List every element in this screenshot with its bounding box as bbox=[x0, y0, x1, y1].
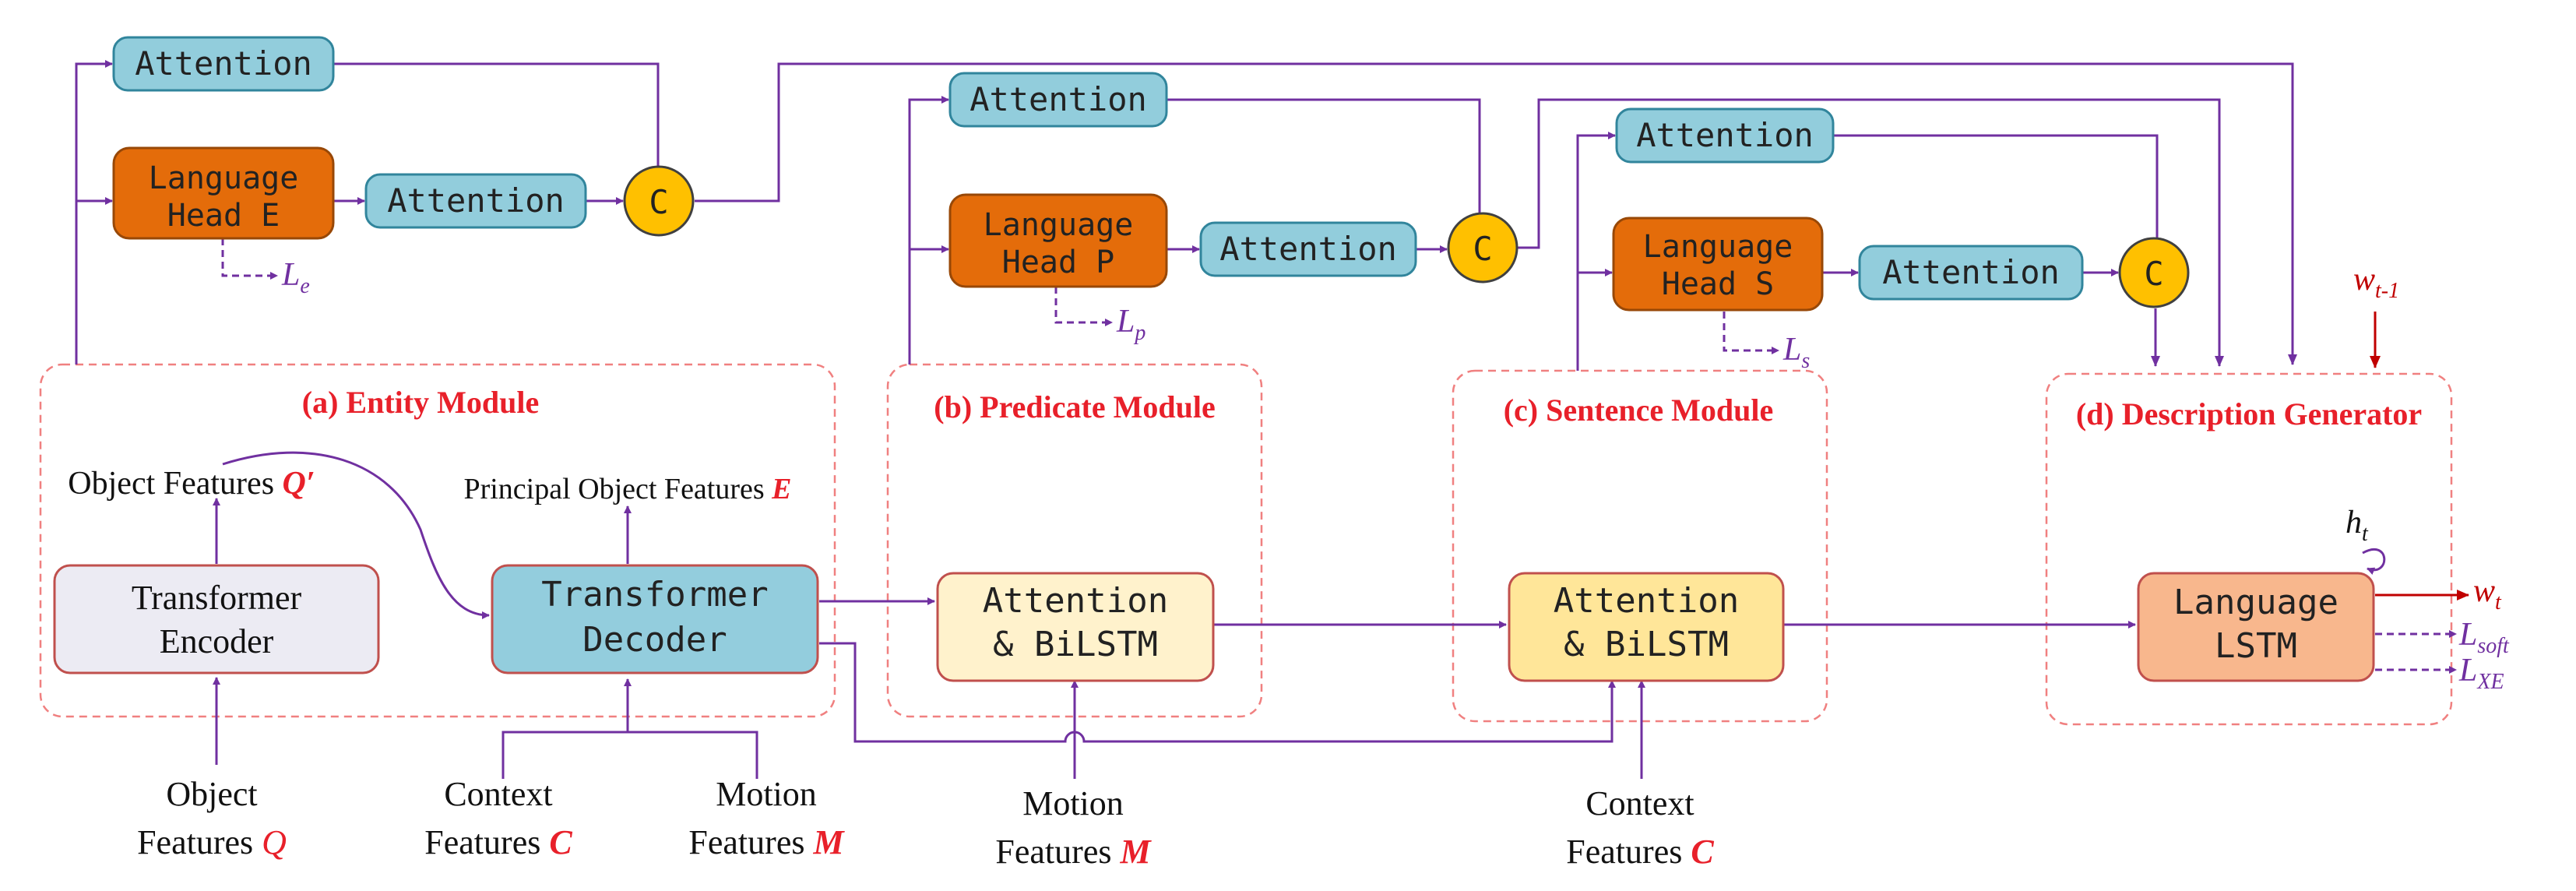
svg-text:Features M: Features M bbox=[688, 823, 845, 861]
attention-box-s-mid[interactable]: Attention bbox=[1858, 245, 2084, 301]
attention-label: Attention bbox=[387, 181, 565, 220]
concat-node-p[interactable]: C bbox=[1447, 212, 1519, 284]
svg-text:Context: Context bbox=[444, 775, 552, 813]
attention-bilstm-sentence-box[interactable]: Attention & BiLSTM bbox=[1508, 572, 1785, 682]
language-lstm-line2: LSTM bbox=[2215, 626, 2297, 666]
input-context-features: Context Features C bbox=[424, 775, 572, 861]
language-lstm-box[interactable]: Language LSTM bbox=[2137, 572, 2375, 682]
sentence-module-border bbox=[1452, 369, 1828, 723]
loss-lsoft: Lsoft bbox=[2458, 617, 2510, 658]
svg-text:Features M: Features M bbox=[995, 833, 1152, 871]
concat-label: C bbox=[2144, 255, 2163, 293]
word-out-label: wt bbox=[2473, 573, 2502, 615]
svg-text:Features C: Features C bbox=[1566, 833, 1714, 871]
svg-text:Features Q: Features Q bbox=[137, 823, 287, 861]
attention-box-p-top[interactable]: Attention bbox=[948, 72, 1168, 128]
object-features-prime-label: Object Features Q′ bbox=[68, 466, 315, 502]
loss-le: Le bbox=[281, 257, 310, 298]
input-context-features-c: Context Features C bbox=[1566, 784, 1714, 871]
transformer-encoder-line1: Transformer bbox=[132, 579, 302, 617]
language-head-e-line2: Head E bbox=[167, 198, 280, 234]
attention-box-p-mid[interactable]: Attention bbox=[1199, 221, 1417, 277]
connectors bbox=[75, 60, 2457, 779]
svg-text:Motion: Motion bbox=[716, 775, 817, 813]
recurrent-loop bbox=[2362, 548, 2386, 575]
input-motion-features: Motion Features M bbox=[688, 775, 845, 861]
concat-node-e[interactable]: C bbox=[623, 165, 695, 237]
attention-box-s-top[interactable]: Attention bbox=[1615, 107, 1835, 164]
transformer-encoder-line2: Encoder bbox=[160, 622, 274, 660]
principal-object-features-label: Principal Object Features E bbox=[463, 473, 791, 505]
svg-text:Features C: Features C bbox=[424, 823, 572, 861]
language-head-e-box[interactable]: Language Head E bbox=[112, 146, 335, 240]
loss-lp: Lp bbox=[1116, 304, 1145, 345]
word-arrows bbox=[2370, 312, 2469, 600]
concat-label: C bbox=[649, 183, 668, 221]
input-motion-features-b: Motion Features M bbox=[995, 784, 1152, 871]
language-head-p-line1: Language bbox=[984, 207, 1134, 243]
language-head-s-line1: Language bbox=[1643, 229, 1793, 265]
attention-label: Attention bbox=[1636, 116, 1814, 154]
attention-label: Attention bbox=[135, 44, 312, 83]
loss-ls: Ls bbox=[1782, 332, 1810, 373]
language-lstm-line1: Language bbox=[2173, 583, 2338, 622]
attention-box-e-top[interactable]: Attention bbox=[112, 36, 335, 92]
language-head-e-line1: Language bbox=[149, 160, 299, 196]
transformer-decoder-line2: Decoder bbox=[582, 620, 727, 660]
language-head-s-line2: Head S bbox=[1662, 266, 1775, 302]
attention-label: Attention bbox=[970, 80, 1147, 118]
svg-text:Context: Context bbox=[1585, 784, 1694, 822]
loss-lxe: LXE bbox=[2458, 653, 2504, 694]
generator-module-title: (d) Description Generator bbox=[2076, 396, 2422, 431]
language-head-p-line2: Head P bbox=[1002, 245, 1115, 280]
bilstm-c-line1: Attention bbox=[1554, 581, 1739, 621]
concat-node-s[interactable]: C bbox=[2118, 237, 2190, 308]
transformer-decoder-line1: Transformer bbox=[541, 575, 768, 615]
hidden-state-label: ht bbox=[2345, 505, 2369, 546]
predicate-module-border bbox=[886, 363, 1263, 718]
attention-bilstm-predicate-box[interactable]: Attention & BiLSTM bbox=[936, 572, 1215, 682]
predicate-module-title: (b) Predicate Module bbox=[934, 389, 1215, 424]
sentence-module-title: (c) Sentence Module bbox=[1504, 393, 1774, 428]
transformer-encoder-box[interactable]: Transformer Encoder bbox=[53, 564, 380, 674]
language-head-s-box[interactable]: Language Head S bbox=[1612, 217, 1824, 312]
svg-text:Motion: Motion bbox=[1022, 784, 1124, 822]
input-object-features: Object Features Q bbox=[137, 775, 287, 861]
svg-text:Object: Object bbox=[166, 775, 257, 813]
bilstm-b-line2: & BiLSTM bbox=[993, 625, 1158, 664]
concat-label: C bbox=[1473, 230, 1492, 268]
generator-module-border bbox=[2045, 372, 2453, 726]
bilstm-c-line2: & BiLSTM bbox=[1564, 625, 1729, 664]
attention-label: Attention bbox=[1219, 230, 1397, 268]
bilstm-b-line1: Attention bbox=[983, 581, 1168, 621]
language-head-p-box[interactable]: Language Head P bbox=[948, 193, 1168, 288]
word-prev-label: wt-1 bbox=[2353, 262, 2399, 303]
entity-module-title: (a) Entity Module bbox=[302, 385, 539, 420]
attention-box-e-mid[interactable]: Attention bbox=[364, 173, 587, 229]
entity-module-border bbox=[39, 363, 836, 718]
attention-label: Attention bbox=[1882, 253, 2060, 291]
transformer-decoder-box[interactable]: Transformer Decoder bbox=[491, 564, 819, 674]
